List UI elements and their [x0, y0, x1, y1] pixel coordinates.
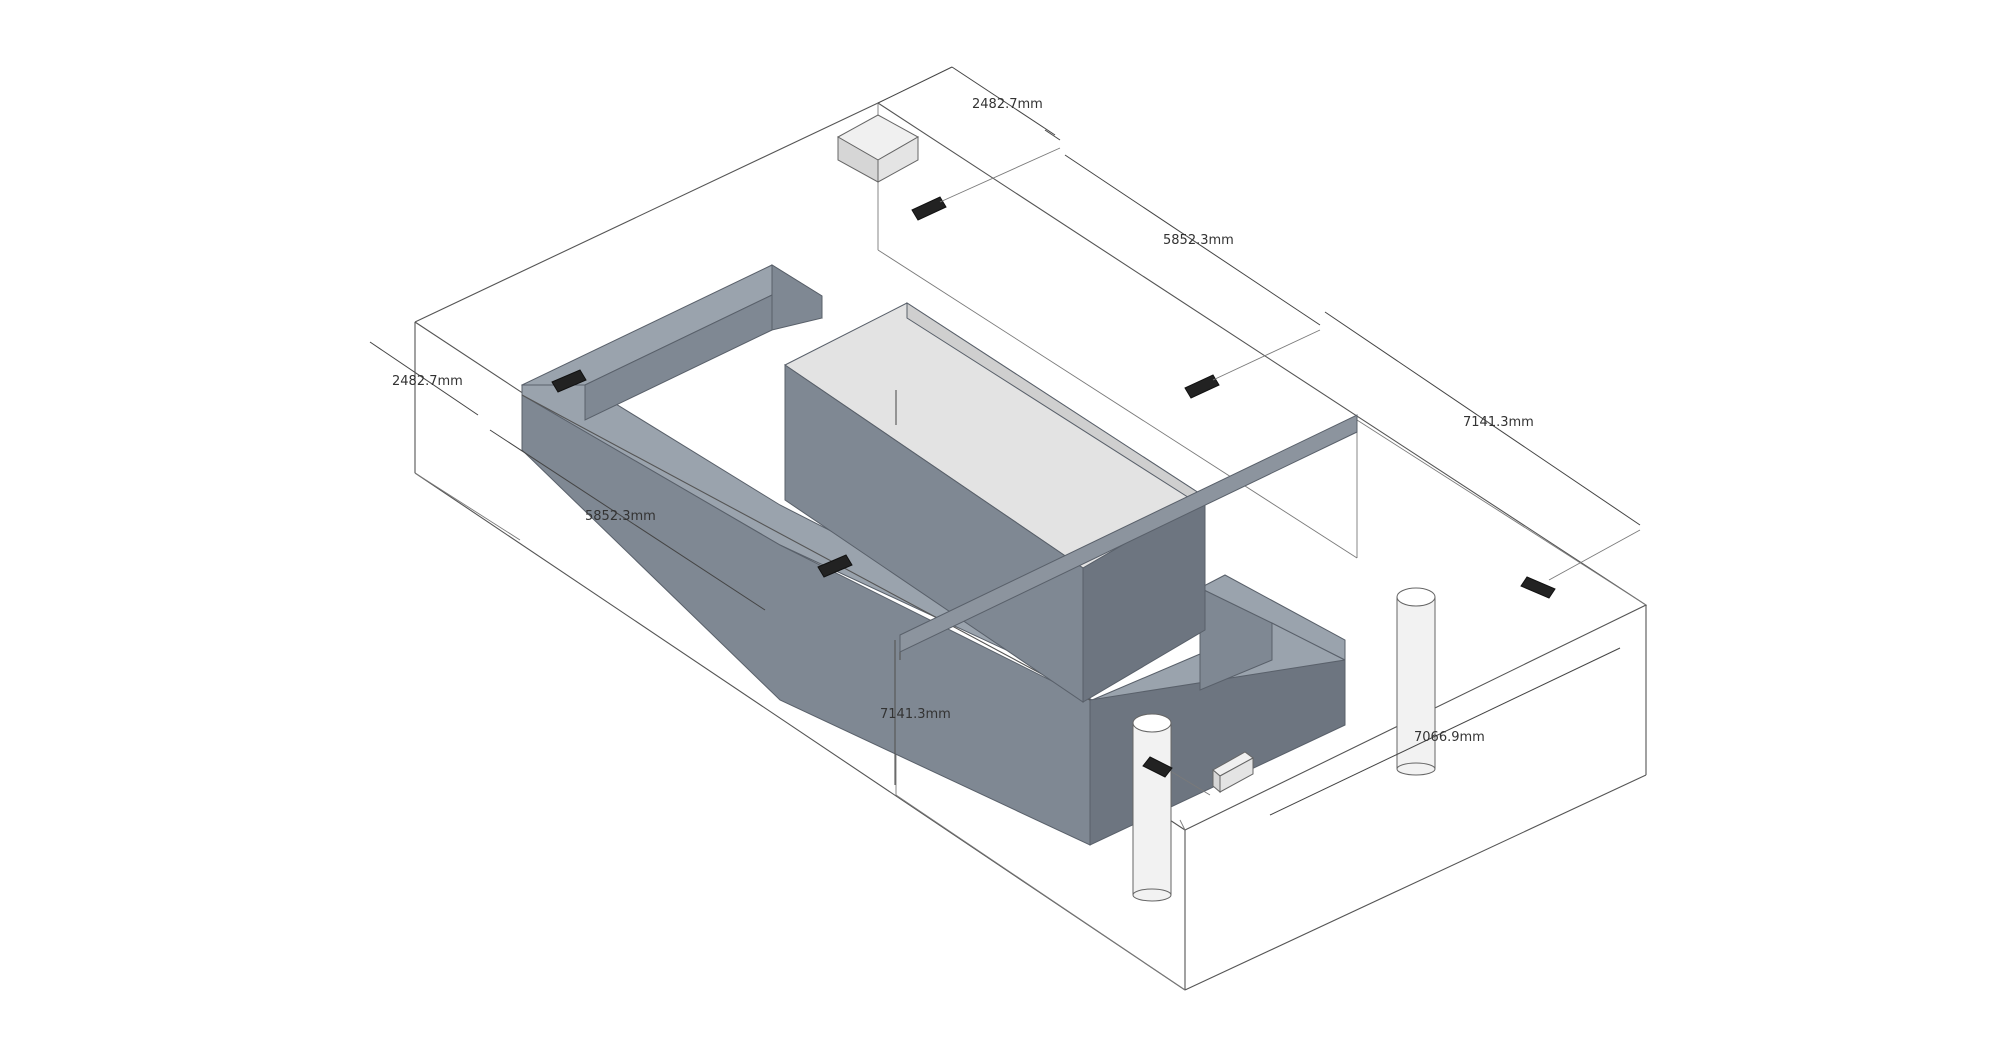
sensor-icon [911, 196, 947, 221]
column-icon [1132, 713, 1172, 902]
sensor-icon [551, 369, 587, 393]
dim-label-left-side: 2482.7mm [392, 374, 463, 389]
dimension-lines [369, 66, 1641, 816]
overhead-beam [899, 414, 1358, 660]
dim-label-front-b: 7141.3mm [880, 707, 951, 722]
sensor-mount-lines [939, 147, 1641, 796]
counter-right-arm-top [1198, 574, 1346, 661]
sensor-icon [817, 554, 853, 578]
dim-label-front-a: 5852.3mm [585, 509, 656, 524]
island [784, 302, 1206, 703]
sensor-icon [1184, 374, 1220, 399]
camera-box-icon [1212, 751, 1254, 794]
camera-box-icon [836, 114, 920, 183]
sensor-icon [1142, 756, 1173, 778]
column-icon [1396, 587, 1436, 776]
sensor-icon [1520, 576, 1556, 599]
counter-back-inner [584, 294, 773, 421]
counter-back-end [771, 264, 823, 331]
dim-label-top-long-b: 7141.3mm [1463, 415, 1534, 430]
dim-label-top-short: 2482.7mm [972, 97, 1043, 112]
dim-label-top-long-a: 5852.3mm [1163, 233, 1234, 248]
dim-label-front-c: 7066.9mm [1414, 730, 1485, 745]
